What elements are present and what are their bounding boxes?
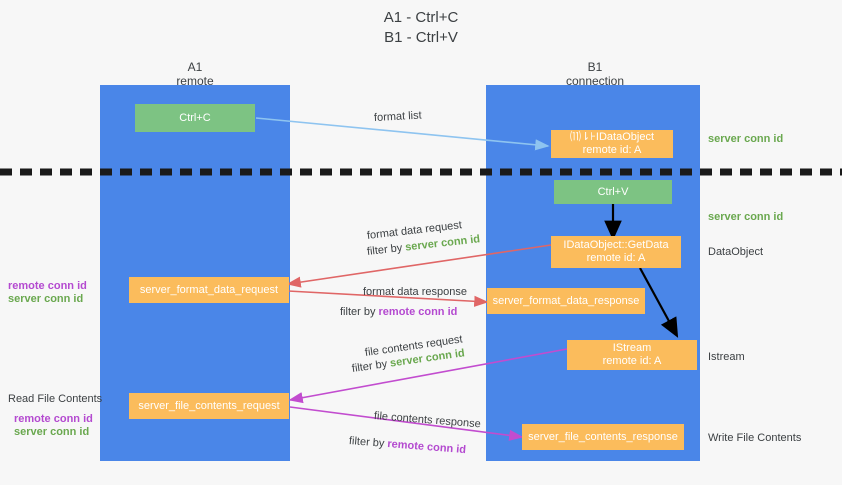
node-get-data-line1: IDataObject::GetData (563, 239, 669, 251)
edge-label-format-list: format list (373, 109, 422, 124)
filter-value-remote-conn-id: remote conn id (378, 306, 458, 318)
column-a1-sub: remote (176, 74, 214, 88)
node-ctrl-v[interactable]: Ctrl+V (554, 180, 672, 204)
column-a1-name: A1 (187, 60, 203, 74)
column-b1-sub: connection (565, 74, 625, 88)
node-istream-line1: IStream (612, 342, 652, 354)
node-server-file-contents-request[interactable]: server_file_contents_request (129, 393, 289, 419)
left-label-server-conn-id-1: server conn id (8, 293, 84, 305)
node-server-format-data-request-label: server_format_data_request (139, 283, 279, 296)
node-server-format-data-response-label: server_format_data_response (492, 294, 640, 307)
edge-label-file-contents-response-filter: filter by remote conn id (348, 434, 467, 457)
right-label-write-file-contents: Write File Contents (708, 432, 802, 444)
filter-prefix: filter by (348, 435, 388, 451)
node-ctrl-c[interactable]: Ctrl+C (135, 104, 255, 132)
right-label-server-conn-id-2: server conn id (708, 211, 784, 223)
column-header-b1: B1 connection (540, 60, 650, 88)
title-line-2: B1 - Ctrl+V (384, 29, 458, 46)
filter-prefix: filter by (340, 306, 379, 318)
node-server-format-data-request[interactable]: server_format_data_request (129, 277, 289, 303)
node-data-object[interactable]: ⑾⇂⊦IDataObject remote id: A (551, 130, 673, 158)
right-label-server-conn-id-1: server conn id (708, 133, 784, 145)
node-server-file-contents-request-label: server_file_contents_request (138, 399, 280, 412)
right-label-istream: Istream (708, 351, 745, 363)
page-title: A1 - Ctrl+C B1 - Ctrl+V (0, 8, 842, 48)
left-label-remote-conn-id-1: remote conn id (8, 280, 87, 292)
filter-prefix: filter by (351, 357, 391, 375)
column-b1-name: B1 (587, 60, 603, 74)
node-ctrl-c-label: Ctrl+C (179, 111, 211, 124)
filter-value-remote-conn-id: remote conn id (386, 438, 467, 457)
left-label-read-file-contents: Read File Contents (8, 393, 103, 405)
node-istream[interactable]: IStream remote id: A (567, 340, 697, 370)
node-server-format-data-response[interactable]: server_format_data_response (487, 288, 645, 314)
left-label-server-conn-id-2: server conn id (14, 426, 90, 438)
node-data-object-line1: ⑾⇂⊦IDataObject (569, 131, 655, 143)
title-line-1: A1 - Ctrl+C (383, 9, 459, 26)
left-label-remote-conn-id-2: remote conn id (14, 413, 93, 425)
node-server-file-contents-response[interactable]: server_file_contents_response (522, 424, 684, 450)
node-server-file-contents-response-label: server_file_contents_response (528, 430, 678, 443)
node-istream-line2: remote id: A (602, 355, 662, 367)
node-ctrl-v-label: Ctrl+V (597, 185, 629, 198)
right-label-data-object: DataObject (708, 246, 764, 258)
filter-prefix: filter by (366, 241, 406, 258)
edge-label-format-data-response: format data response (363, 286, 467, 298)
edge-label-file-contents-response: file contents response (373, 410, 482, 431)
node-get-data-line2: remote id: A (586, 252, 646, 264)
edge-label-format-data-response-filter: filter by remote conn id (340, 305, 457, 319)
node-data-object-line2: remote id: A (582, 144, 642, 156)
node-get-data[interactable]: IDataObject::GetData remote id: A (551, 236, 681, 268)
column-header-a1: A1 remote (140, 60, 250, 88)
